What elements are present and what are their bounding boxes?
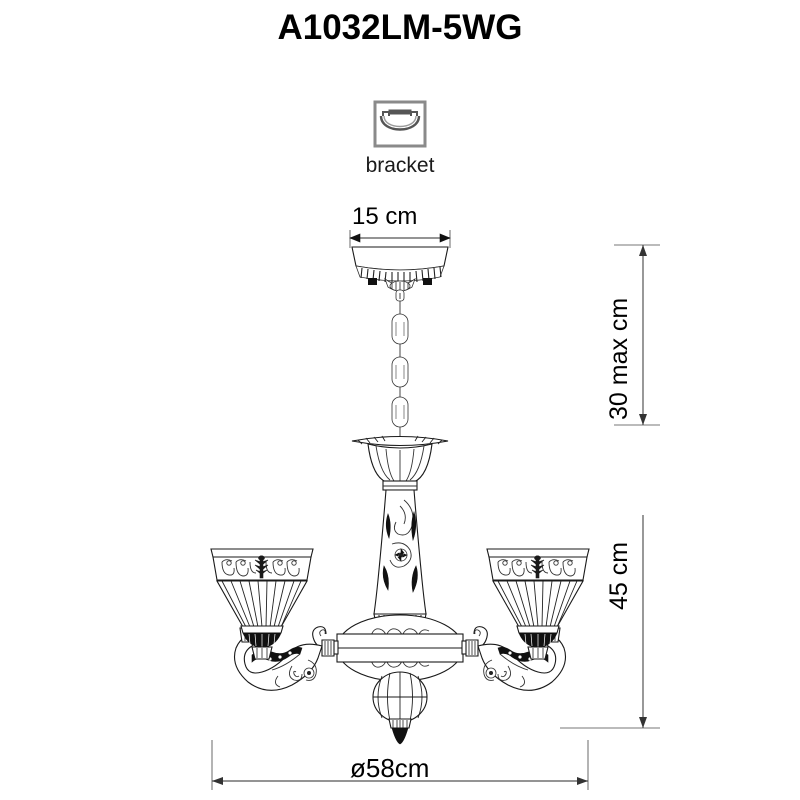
- upper-floral-cup: [351, 435, 449, 491]
- arm-left: [233, 626, 335, 691]
- bracket-legend: bracket: [340, 100, 460, 178]
- lamp-shade-left: [210, 548, 314, 660]
- dimension-label-diameter: ø58cm: [350, 753, 430, 783]
- center-hub: [329, 614, 471, 682]
- dimension-label-canopy-width: 15 cm: [352, 203, 418, 230]
- bracket-icon: [373, 100, 427, 148]
- central-column: [372, 489, 428, 631]
- dimension-lines: [211, 230, 660, 790]
- lamp-shade-right: [486, 548, 590, 660]
- bracket-label: bracket: [365, 154, 435, 177]
- suspension-chain: [391, 301, 409, 440]
- ceiling-canopy: [351, 246, 449, 302]
- bottom-finial: [372, 671, 428, 745]
- page-title: A1032LM-5WG: [277, 8, 523, 47]
